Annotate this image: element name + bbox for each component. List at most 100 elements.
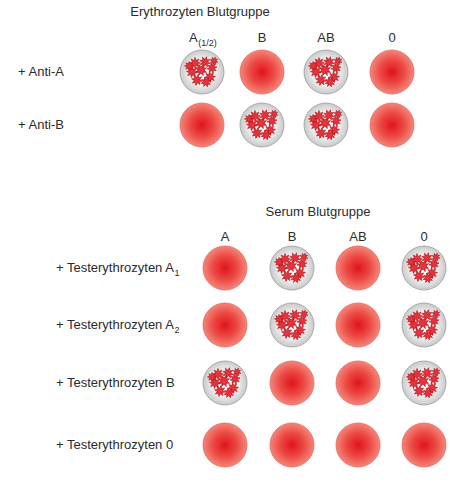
agglutinate-clump: [283, 315, 299, 331]
agglutinate-clump: [415, 373, 431, 389]
agglutinate-clump: [259, 128, 273, 142]
label-text: + Testerythrozyten A: [56, 261, 174, 276]
agglutinate-clump: [243, 113, 256, 126]
agglutinate-clump: [333, 109, 344, 120]
erythrocyte-cell: [240, 50, 284, 94]
agglutinate-clump: [299, 309, 310, 320]
erythrocyte-cell: [336, 361, 380, 405]
agglutinate-clump: [289, 328, 303, 342]
agglutinate-clump: [415, 258, 431, 274]
agglutinate-clump: [323, 75, 337, 89]
cell-disc: [402, 361, 446, 405]
agglutinate-clump: [314, 126, 327, 139]
agglutinate-clump: [431, 252, 442, 263]
label-text: AB: [349, 230, 366, 245]
cell-disc: [304, 50, 348, 94]
label-text: Erythrozyten Blutgruppe: [130, 5, 269, 20]
cell-disc: [270, 423, 314, 467]
agglutinate-clump: [199, 75, 213, 89]
agglutinated-cell: [304, 103, 348, 147]
agglutinate-clump: [412, 326, 425, 339]
agglutinated-cell: [180, 50, 224, 94]
label-text: A: [189, 31, 198, 46]
cell-disc: [240, 103, 284, 147]
agglutinate-clump: [250, 126, 263, 139]
agglutinate-clump: [323, 128, 337, 142]
cell-disc: [402, 246, 446, 290]
agglutinated-cell: [203, 361, 247, 405]
agglutinate-clump: [333, 56, 344, 67]
agglutinate-clump: [280, 269, 293, 282]
agglutinate-clump: [415, 315, 431, 331]
erythrocyte-cell: [180, 103, 224, 147]
cell-disc: [336, 246, 380, 290]
erythrocyte-cell: [370, 103, 414, 147]
cell-disc: [304, 103, 348, 147]
agglutinated-cell: [270, 246, 314, 290]
agglutinate-clump: [421, 328, 435, 342]
agglutinate-clump: [405, 313, 418, 326]
agglutinate-clump: [206, 371, 219, 384]
cell-disc: [240, 50, 284, 94]
agglutinate-clump: [280, 326, 293, 339]
erythrocyte-cell: [336, 423, 380, 467]
agglutinate-clump: [299, 252, 310, 263]
agglutinate-clump: [431, 367, 442, 378]
agglutinate-clump: [232, 367, 243, 378]
erythrocyte-cell: [203, 246, 247, 290]
cell-disc: [180, 103, 224, 147]
cell-disc: [336, 423, 380, 467]
label-text: B: [258, 31, 267, 46]
agglutinate-clump: [307, 60, 320, 73]
agglutinate-clump: [222, 386, 236, 400]
label-text: + Testerythrozyten 0: [56, 438, 173, 453]
subscript: 2: [174, 325, 179, 335]
agglutinate-clump: [329, 114, 343, 128]
label-text: + Anti-A: [18, 65, 64, 80]
cell-disc: [370, 103, 414, 147]
subscript: (1/2): [198, 38, 217, 48]
agglutinate-clump: [421, 271, 435, 285]
agglutinate-clump: [412, 269, 425, 282]
cell-disc: [270, 303, 314, 347]
erythrocyte-cell: [336, 303, 380, 347]
agglutinate-clump: [427, 257, 441, 271]
agglutinate-clump: [283, 258, 299, 274]
cell-disc: [180, 50, 224, 94]
agglutinate-clump: [314, 73, 327, 86]
agglutinated-cell: [402, 246, 446, 290]
erythrocyte-cell: [336, 246, 380, 290]
agglutinate-clump: [209, 56, 220, 67]
agglutinate-clump: [405, 371, 418, 384]
agglutinate-clump: [427, 314, 441, 328]
agglutinated-cell: [304, 50, 348, 94]
label-text: 0: [388, 31, 395, 46]
agglutinate-clump: [421, 386, 435, 400]
agglutinate-clump: [213, 384, 226, 397]
agglutinate-clump: [307, 113, 320, 126]
agglutinate-clump: [295, 257, 309, 271]
agglutinate-clump: [265, 114, 279, 128]
label-text: Serum Blutgruppe: [266, 205, 371, 220]
agglutinate-clump: [289, 271, 303, 285]
agglutinate-clump: [228, 372, 242, 386]
cell-disc: [203, 423, 247, 467]
cell-disc: [203, 303, 247, 347]
cell-disc: [270, 246, 314, 290]
cell-disc: [203, 246, 247, 290]
erythrocyte-cell: [402, 423, 446, 467]
cell-disc: [270, 361, 314, 405]
agglutinate-clump: [183, 60, 196, 73]
label-text: + Testerythrozyten A: [56, 318, 174, 333]
agglutinated-cell: [270, 303, 314, 347]
label-text: 0: [420, 230, 427, 245]
erythrocyte-cell: [270, 361, 314, 405]
cell-disc: [336, 361, 380, 405]
agglutinate-clump: [405, 256, 418, 269]
cell-disc: [370, 50, 414, 94]
agglutinated-cell: [402, 303, 446, 347]
cell-disc: [203, 361, 247, 405]
agglutinate-clump: [193, 62, 209, 78]
agglutinate-clump: [269, 109, 280, 120]
